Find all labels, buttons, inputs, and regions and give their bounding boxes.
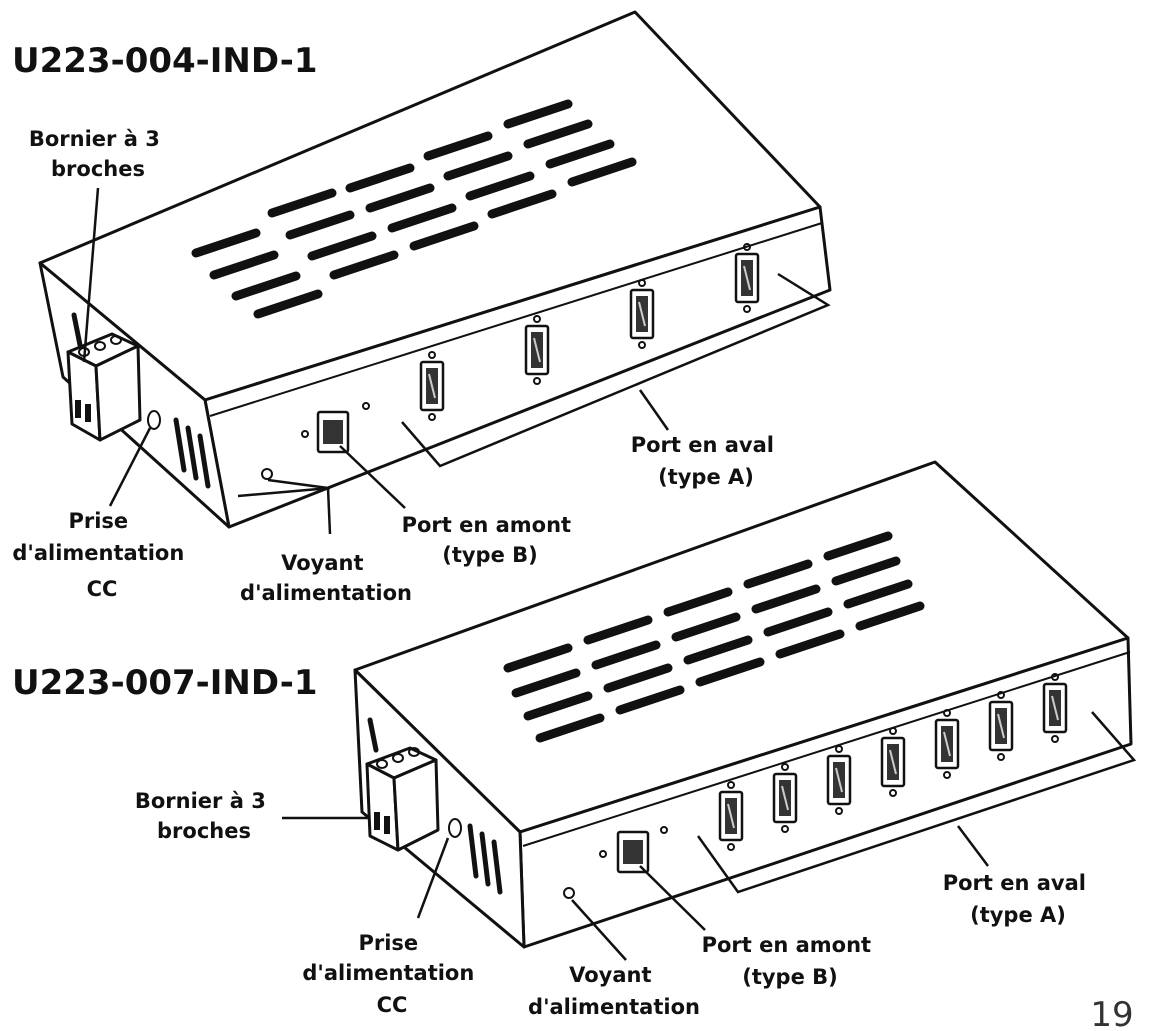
power-led-7-port: [563, 887, 575, 899]
leader-lines-4-port: [82, 187, 831, 535]
label-downstream-7-port: Port en aval (type A): [943, 871, 1094, 927]
label-power-led-4-port: Voyant d'alimentation: [240, 551, 412, 605]
usb-b-port-4-port: [301, 402, 370, 454]
labels-7-port: Bornier à 3 broches Prise d'alimentation…: [135, 789, 1094, 1019]
hub-4-port-usb-a-port: [734, 243, 760, 313]
hub-4-port-diagram: U223-004-IND-1: [12, 10, 832, 605]
label-upstream-4-port: Port en amont (type B): [402, 513, 579, 567]
side-vents-7-port: [367, 717, 503, 895]
label-dc-jack-7-port: Prise d'alimentation CC: [302, 931, 481, 1017]
page-number: 19: [1090, 995, 1133, 1031]
usb-a-ports-4-port: [419, 243, 760, 421]
usb-b-port-7-port: [599, 826, 668, 874]
usb-a-ports-7-port: [718, 673, 1068, 851]
label-upstream-7-port: Port en amont (type B): [702, 933, 879, 989]
hub-7-port-usb-a-port: [718, 781, 744, 851]
label-power-led-7-port: Voyant d'alimentation: [528, 963, 700, 1019]
vent-slots-4-port: [191, 99, 637, 319]
dc-jack-7-port: [448, 818, 462, 838]
hub-7-port-usb-a-port: [1042, 673, 1068, 743]
side-vents-4-port: [71, 312, 211, 489]
label-terminal-7-port: Bornier à 3 broches: [135, 789, 273, 843]
power-led-4-port: [261, 468, 273, 480]
hub-4-port-usb-a-port: [524, 315, 550, 385]
label-terminal-4-port: Bornier à 3 broches: [29, 127, 167, 181]
hub-7-port-diagram: U223-007-IND-1: [12, 460, 1137, 1019]
terminal-block-7-port: [365, 746, 440, 852]
model-title-4-port: U223-004-IND-1: [12, 41, 318, 81]
terminal-block-4-port: [66, 332, 142, 442]
hub-4-port-usb-a-port: [629, 279, 655, 349]
hub-7-port-usb-a-port: [988, 691, 1014, 761]
hub-7-port-usb-a-port: [880, 727, 906, 797]
model-title-7-port: U223-007-IND-1: [12, 663, 318, 703]
hub-7-port-usb-a-port: [934, 709, 960, 779]
vent-slots-7-port: [503, 531, 925, 743]
label-downstream-4-port: Port en aval (type A): [631, 433, 782, 489]
labels-4-port: Bornier à 3 broches Prise d'alimentation…: [12, 127, 782, 605]
label-dc-jack-4-port: Prise d'alimentation CC: [12, 509, 191, 601]
hub-7-port-usb-a-port: [826, 745, 852, 815]
hub-7-port-usb-a-port: [772, 763, 798, 833]
dc-jack-4-port: [147, 410, 161, 430]
hub-4-port-usb-a-port: [419, 351, 445, 421]
leader-lines-7-port: [282, 711, 1137, 961]
